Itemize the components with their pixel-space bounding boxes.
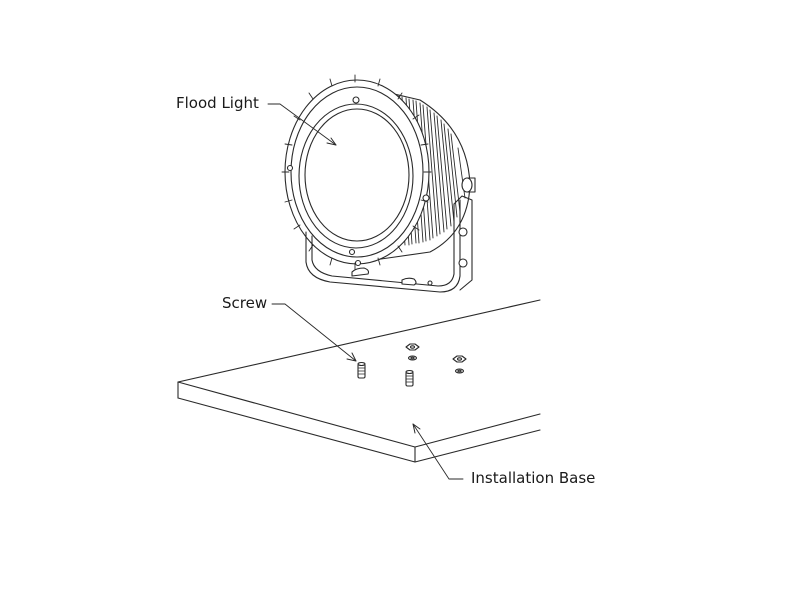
flood-light-label: Flood Light — [176, 94, 259, 112]
leader-screw — [271, 303, 357, 362]
leader-installation-base — [412, 423, 464, 480]
installation-base-label: Installation Base — [471, 469, 596, 487]
leader-flood-light — [267, 103, 337, 146]
screw-label: Screw — [222, 294, 268, 312]
installation-base-slab — [177, 299, 541, 463]
nut-washer-2 — [452, 355, 467, 374]
screw-middle — [405, 369, 414, 387]
nut-washer-1 — [405, 343, 420, 361]
flood-light-fixture — [281, 74, 476, 293]
screw-left — [357, 361, 366, 379]
